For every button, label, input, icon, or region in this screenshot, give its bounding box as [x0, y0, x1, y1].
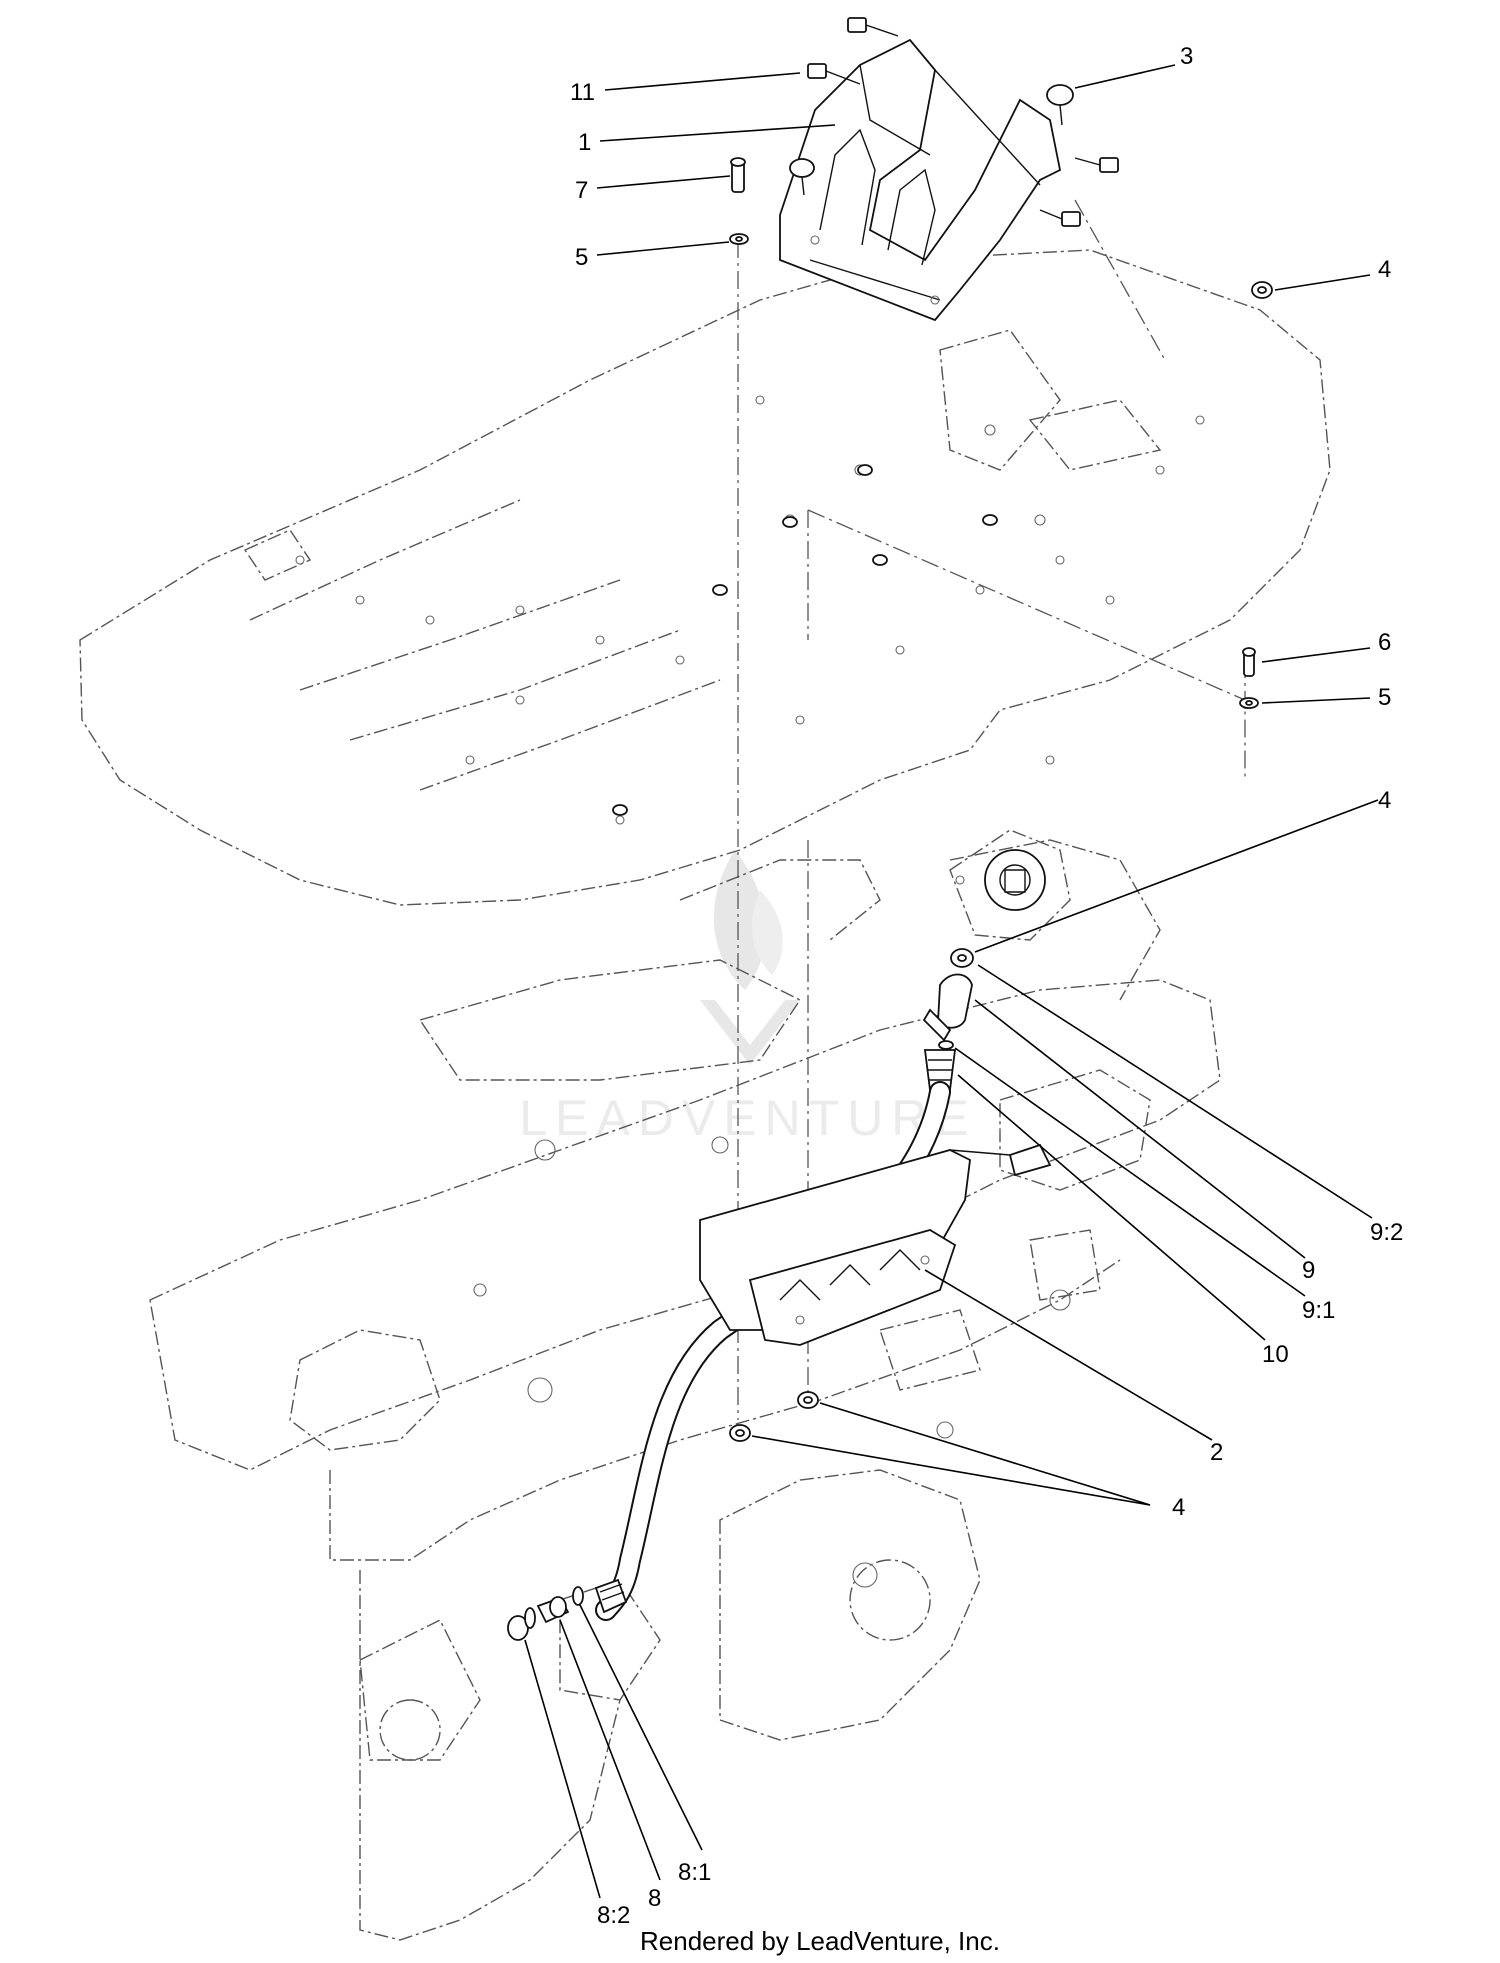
bolt-11 — [807, 63, 861, 85]
callout-9-2: 9:2 — [1370, 1219, 1403, 1246]
callout-4: 4 — [1172, 1494, 1185, 1521]
grommets — [612, 464, 998, 816]
o-ring-8-1 — [572, 1586, 584, 1606]
callout-8: 8 — [648, 1885, 661, 1912]
pin-7 — [730, 157, 746, 193]
callout-8-1: 8:1 — [678, 1859, 711, 1886]
cover-bracket — [779, 38, 1062, 322]
callout-4: 4 — [1378, 256, 1391, 283]
floor-pan-holes — [295, 395, 1205, 885]
callout-4: 4 — [1378, 787, 1391, 814]
o-ring-9-1 — [938, 1040, 954, 1050]
bolt-right-a — [1074, 157, 1119, 173]
washer-5a — [729, 233, 749, 245]
callout-7: 7 — [575, 177, 588, 204]
bolt-top — [847, 17, 899, 37]
watermark: LEADVENTURE — [519, 850, 977, 1146]
bolt-right-b — [1039, 209, 1081, 227]
callout-5: 5 — [1378, 684, 1391, 711]
adapter-8 — [536, 1596, 570, 1624]
floor-pan-phantom — [79, 249, 1331, 906]
nuts-4c — [729, 1391, 819, 1442]
callout-3: 3 — [1180, 43, 1193, 70]
callout-8-2: 8:2 — [597, 1902, 630, 1929]
washer-5b — [1239, 697, 1259, 709]
callout-1: 1 — [578, 129, 591, 156]
lower-fitting-8 — [507, 1578, 628, 1641]
pump-assembly — [922, 829, 1071, 1091]
nut-4a — [1251, 281, 1273, 299]
leader-lines — [524, 64, 1379, 1899]
callout-11: 11 — [570, 79, 595, 106]
rivet-left — [789, 158, 815, 196]
frame-phantom — [149, 839, 1221, 1941]
hardware-top — [729, 17, 1273, 709]
o-ring-8-2 — [524, 1607, 536, 1629]
callout-5: 5 — [575, 244, 588, 271]
rivet-3 — [1046, 84, 1074, 126]
callout-9: 9 — [1302, 1257, 1315, 1284]
pin-6 — [1242, 647, 1256, 677]
footer-credit: Rendered by LeadVenture, Inc. — [640, 1926, 1000, 1956]
leadventure-flame-logo — [700, 850, 800, 1065]
hose-guard-bracket — [699, 1143, 1052, 1346]
callout-9-1: 9:1 — [1302, 1297, 1335, 1324]
callout-10: 10 — [1262, 1341, 1289, 1368]
watermark-text: LEADVENTURE — [519, 1090, 977, 1146]
callout-2: 2 — [1210, 1439, 1223, 1466]
nut-4b — [950, 948, 974, 968]
hose-end-lower — [594, 1578, 628, 1614]
elbow-fitting-9 — [922, 973, 973, 1042]
callout-6: 6 — [1378, 629, 1391, 656]
callouts: 11 1 7 5 3 4 6 5 4 9:2 9 9:1 10 2 4 8:2 … — [570, 43, 1403, 1929]
